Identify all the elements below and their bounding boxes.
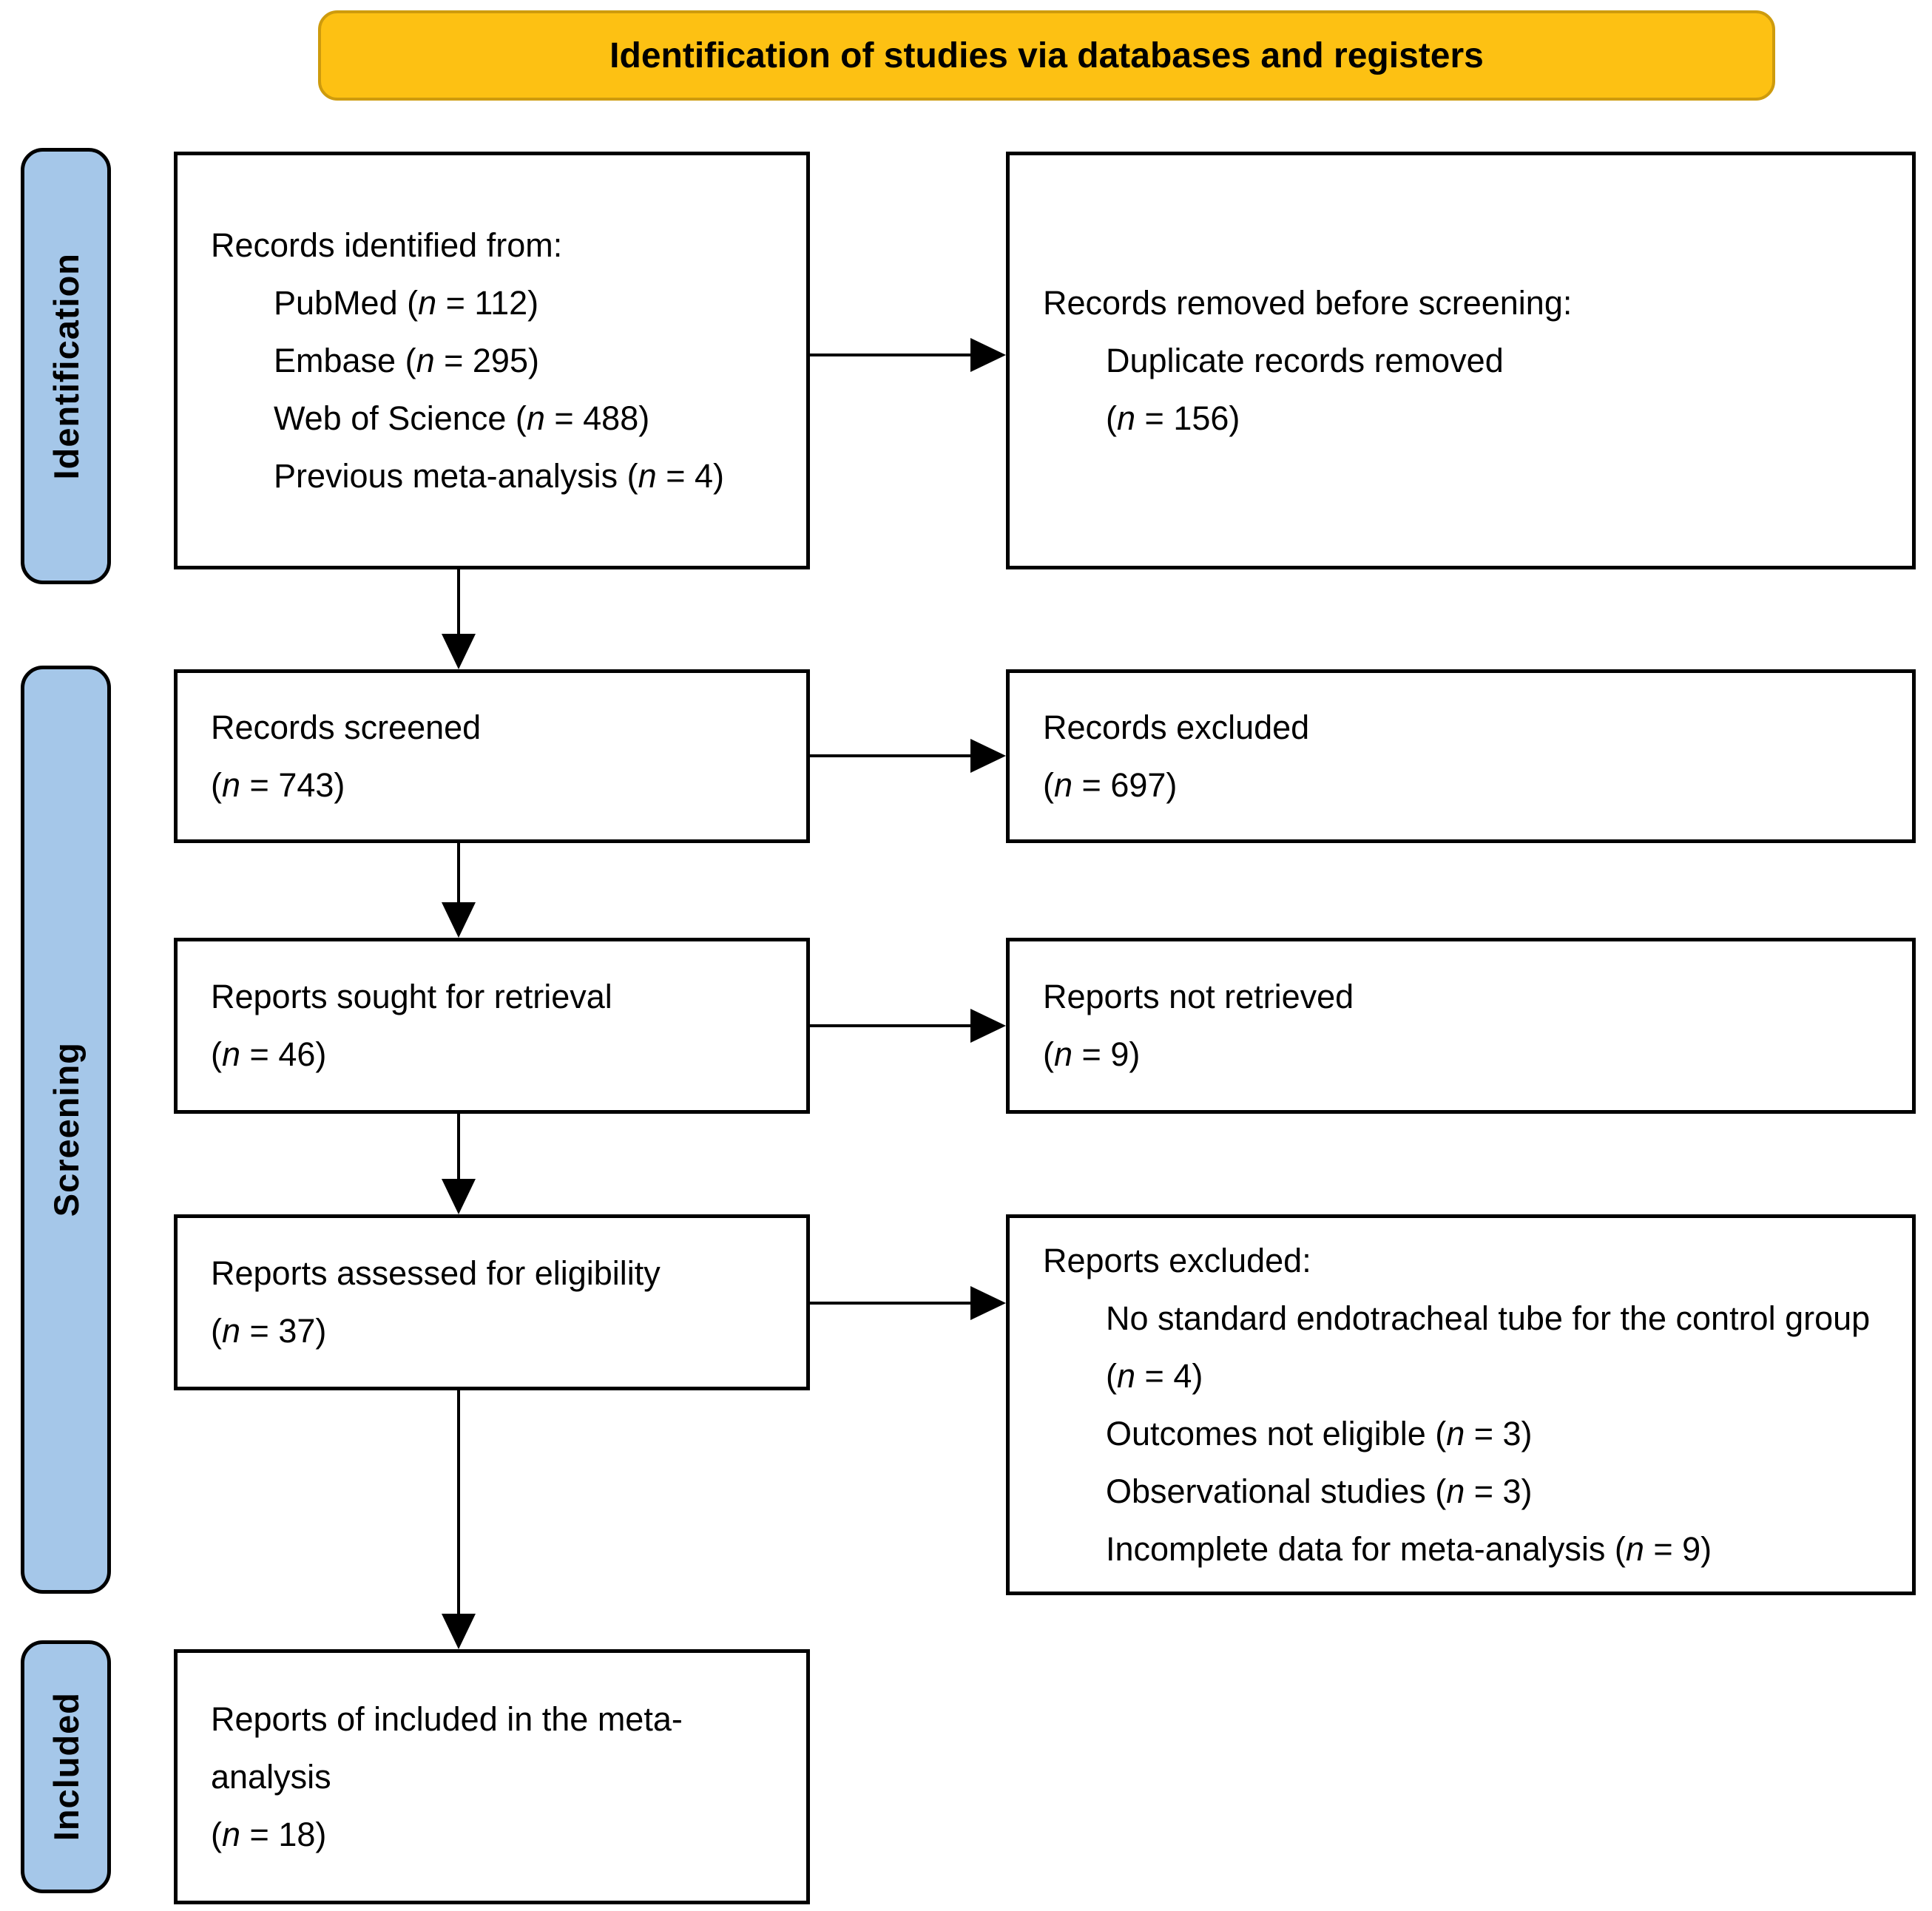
removal-reason: Duplicate records removed bbox=[1106, 341, 1504, 379]
box-title: Records identified from: bbox=[211, 226, 563, 264]
box-count: (n = 18) bbox=[211, 1815, 327, 1853]
box-included-reports: Reports of included in the meta-analysis… bbox=[174, 1649, 810, 1904]
box-count: (n = 697) bbox=[1043, 765, 1178, 804]
header-banner: Identification of studies via databases … bbox=[318, 10, 1775, 101]
arrow-stem bbox=[810, 1302, 973, 1305]
header-title: Identification of studies via databases … bbox=[609, 35, 1484, 75]
box-records-identified: Records identified from: PubMed (n = 112… bbox=[174, 152, 810, 569]
box-count: (n = 37) bbox=[211, 1312, 327, 1350]
box-count: (n = 743) bbox=[211, 765, 345, 804]
box-records-screened: Records screened (n = 743) bbox=[174, 669, 810, 843]
stage-label-identification-text: Identification bbox=[46, 252, 86, 480]
arrowhead-down-icon bbox=[442, 902, 476, 938]
removal-count: (n = 156) bbox=[1106, 399, 1240, 437]
stage-label-identification: Identification bbox=[21, 148, 111, 584]
box-reports-excluded: Reports excluded: No standard endotrache… bbox=[1006, 1214, 1916, 1595]
box-reports-not-retrieved: Reports not retrieved (n = 9) bbox=[1006, 938, 1916, 1114]
box-count: (n = 46) bbox=[211, 1035, 327, 1073]
arrowhead-down-icon bbox=[442, 634, 476, 669]
stage-label-included-text: Included bbox=[46, 1692, 86, 1841]
box-reports-sought: Reports sought for retrieval (n = 46) bbox=[174, 938, 810, 1114]
arrow-stem bbox=[810, 354, 973, 356]
box-records-excluded: Records excluded (n = 697) bbox=[1006, 669, 1916, 843]
source-item: Web of Science (n = 488) bbox=[274, 399, 650, 437]
stage-label-included: Included bbox=[21, 1640, 111, 1893]
arrowhead-right-icon bbox=[970, 1009, 1006, 1043]
arrowhead-right-icon bbox=[970, 1286, 1006, 1320]
arrow-stem bbox=[457, 843, 460, 904]
exclusion-reason: Observational studies (n = 3) bbox=[1106, 1472, 1533, 1510]
arrowhead-right-icon bbox=[970, 338, 1006, 372]
arrow-stem bbox=[457, 1390, 460, 1616]
box-records-removed: Records removed before screening: Duplic… bbox=[1006, 152, 1916, 569]
arrowhead-down-icon bbox=[442, 1179, 476, 1214]
stage-label-screening-text: Screening bbox=[46, 1042, 86, 1217]
stage-label-screening: Screening bbox=[21, 666, 111, 1594]
arrow-stem bbox=[810, 754, 973, 757]
box-title: Reports excluded: bbox=[1043, 1241, 1311, 1279]
arrowhead-down-icon bbox=[442, 1614, 476, 1649]
source-item: Embase (n = 295) bbox=[274, 341, 539, 379]
box-label: Records screened bbox=[211, 708, 482, 746]
exclusion-reason: Outcomes not eligible (n = 3) bbox=[1106, 1414, 1533, 1452]
box-reports-assessed: Reports assessed for eligibility (n = 37… bbox=[174, 1214, 810, 1390]
arrow-stem bbox=[457, 569, 460, 636]
arrow-stem bbox=[810, 1024, 973, 1027]
box-title: Records removed before screening: bbox=[1043, 283, 1573, 322]
box-label: Records excluded bbox=[1043, 708, 1310, 746]
box-count: (n = 9) bbox=[1043, 1035, 1141, 1073]
source-item: PubMed (n = 112) bbox=[274, 283, 539, 322]
arrow-stem bbox=[457, 1114, 460, 1181]
arrowhead-right-icon bbox=[970, 739, 1006, 773]
exclusion-reason: Incomplete data for meta-analysis (n = 9… bbox=[1106, 1529, 1712, 1568]
box-label: Reports not retrieved bbox=[1043, 978, 1354, 1015]
box-label: Reports of included in the meta-analysis bbox=[211, 1699, 683, 1796]
exclusion-reason: No standard endotracheal tube for the co… bbox=[1106, 1299, 1871, 1395]
box-label: Reports sought for retrieval bbox=[211, 978, 612, 1015]
box-label: Reports assessed for eligibility bbox=[211, 1254, 661, 1292]
source-item: Previous meta-analysis (n = 4) bbox=[274, 456, 724, 495]
